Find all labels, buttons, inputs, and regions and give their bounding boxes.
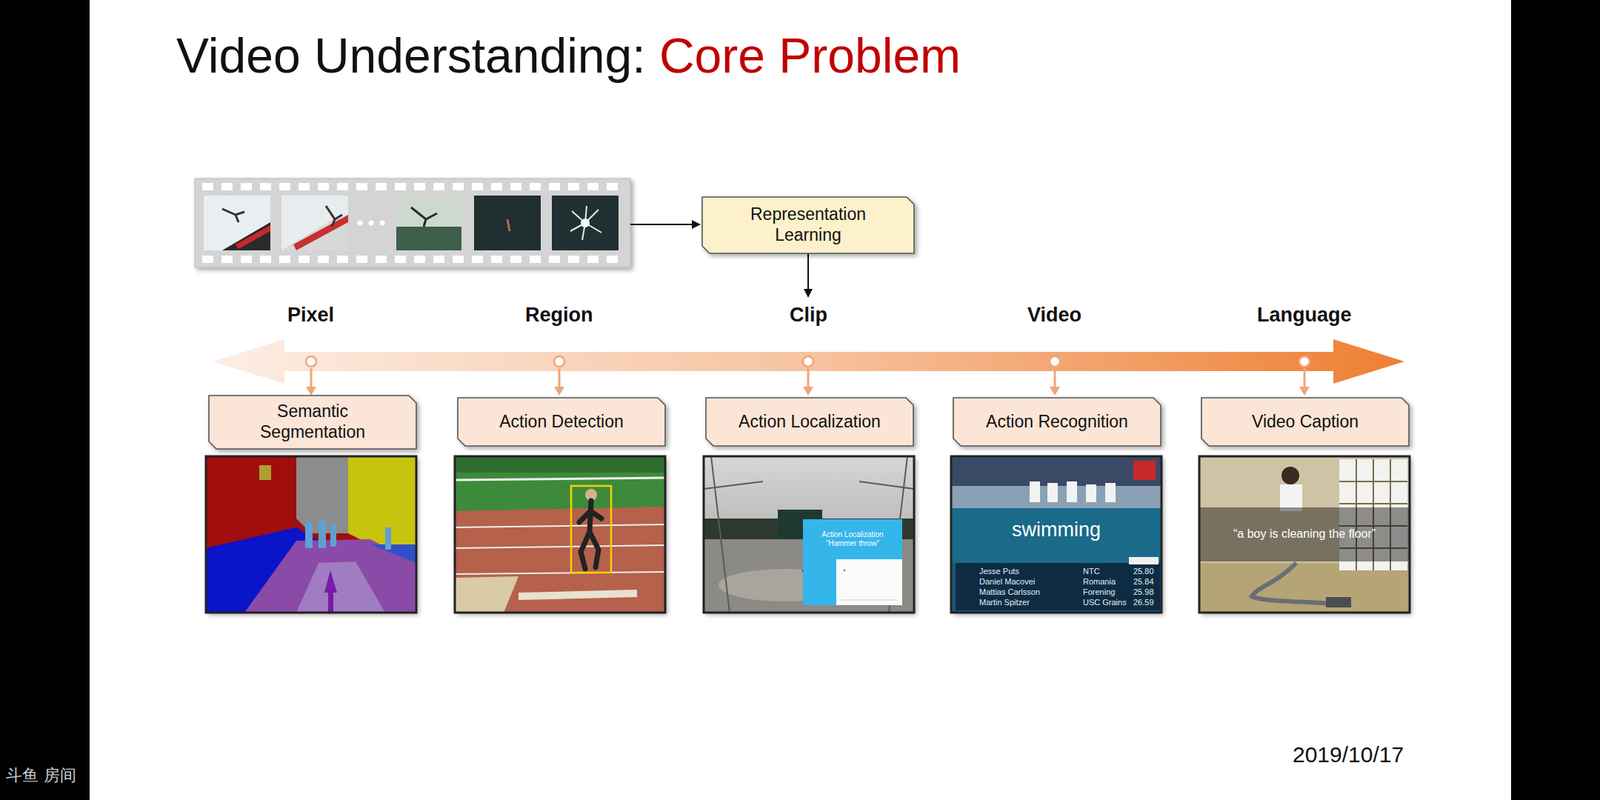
table-cell: 26.59 [1133, 597, 1155, 608]
box-content: Representation Learning [702, 197, 915, 254]
tick-arrows [305, 368, 1310, 396]
box-shape [953, 397, 1161, 446]
table-cell: USC Grains [1082, 597, 1127, 608]
date-label: 2019/10/17 [1292, 742, 1404, 769]
box-text: Representation Learning [734, 204, 883, 246]
axis-label: Language [1257, 303, 1352, 327]
box-shape [802, 519, 903, 560]
box-content: Action Detection [457, 397, 666, 446]
film-strip [194, 178, 631, 268]
box-text: Action Localization [738, 411, 881, 433]
table-cell: Romania [1082, 577, 1116, 587]
callout-box: Action Localization “Hammer throw” [802, 519, 903, 560]
table-cell: 25.84 [1133, 577, 1155, 587]
slide-title: Video Understanding: Core Problem [176, 28, 961, 85]
box-shape [702, 197, 915, 254]
box-content: Video Caption [1201, 397, 1409, 446]
flow-arrow [630, 220, 701, 229]
box-shape [705, 397, 914, 446]
table-cell: Jesse Puts [979, 566, 1020, 577]
task-box: Action Recognition [953, 397, 1161, 446]
box-text: Semantic Segmentation [242, 401, 383, 443]
box-shape [208, 395, 417, 449]
localization-image [703, 456, 915, 613]
flow-arrow [803, 253, 813, 298]
box-shape [457, 397, 666, 446]
table-cell: 25.98 [1133, 587, 1155, 598]
image-caption: swimming [1011, 518, 1101, 542]
axis-label: Clip [789, 303, 828, 327]
box-content: Action Localization “Hammer throw” [802, 519, 903, 560]
box-text: Action Detection [499, 411, 623, 433]
axis-label: Pixel [287, 303, 335, 327]
detection-image [454, 456, 666, 613]
box-text: Video Caption [1251, 411, 1359, 433]
box-text: Action Recognition [985, 411, 1129, 433]
task-box: Action Localization [705, 397, 914, 446]
image-caption: “a boy is cleaning the floor” [1233, 527, 1376, 541]
watermark: 斗鱼 房间 [5, 765, 77, 785]
table-cell: Daniel Macovei [979, 577, 1035, 587]
process-box: Representation Learning [702, 197, 915, 254]
task-box: Semantic Segmentation [208, 395, 417, 449]
table-cell: NTC [1082, 566, 1100, 577]
box-text: Action Localization “Hammer throw” [811, 530, 895, 549]
table-cell: Forening [1082, 587, 1115, 598]
box-content: Semantic Segmentation [208, 395, 417, 449]
axis-label: Region [525, 303, 594, 327]
recognition-image [951, 456, 1162, 613]
box-content: Action Localization [705, 397, 914, 446]
table-cell: Mattias Carlsson [979, 587, 1040, 598]
table-cell: 25.80 [1133, 566, 1155, 577]
caption-image [1199, 456, 1410, 613]
box-shape [1201, 397, 1409, 446]
axis-label: Video [1027, 303, 1082, 327]
task-box: Action Detection [457, 397, 666, 446]
segmentation-image [205, 456, 417, 613]
box-content: Action Recognition [953, 397, 1161, 446]
timeline-dots [305, 356, 1310, 367]
table-cell: Martin Spitzer [979, 597, 1030, 608]
task-box: Video Caption [1201, 397, 1409, 446]
